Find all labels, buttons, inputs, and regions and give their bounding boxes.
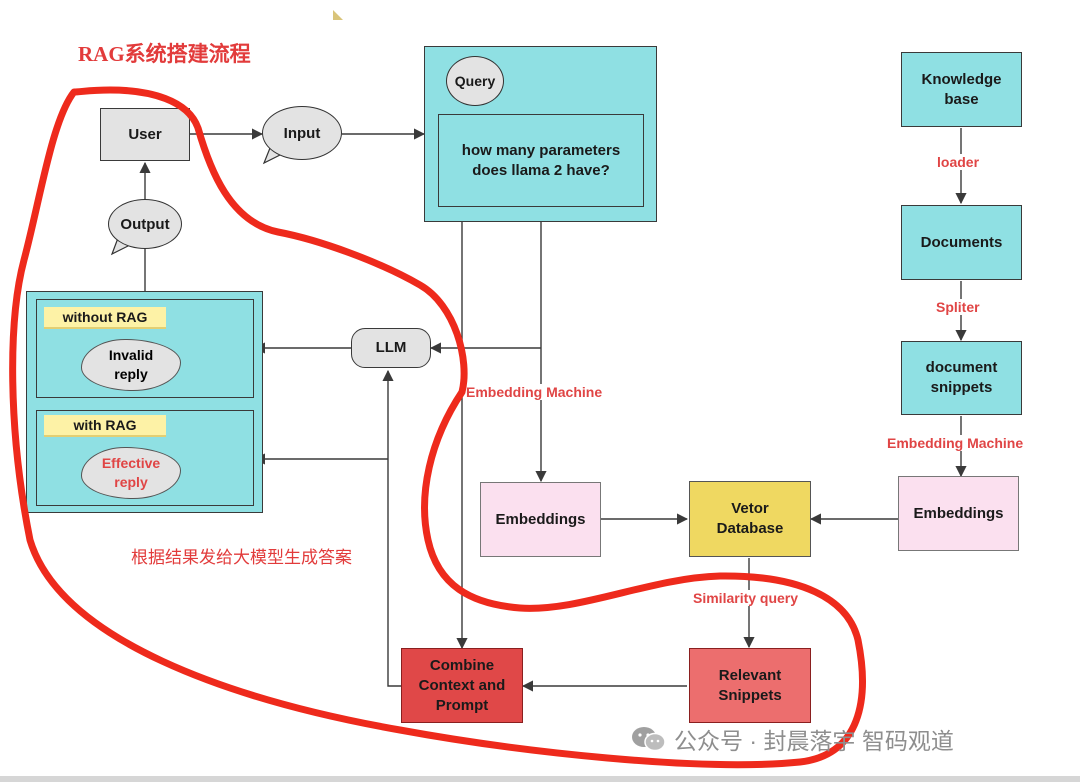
embeddings-right-node: Embeddings: [898, 476, 1019, 551]
embedding-machine-left-label: Embedding Machine: [464, 384, 605, 400]
similarity-query-label: Similarity query: [691, 590, 801, 606]
query-bubble: Query: [446, 56, 504, 106]
without-rag-tag: without RAG: [44, 307, 166, 329]
effective-reply-cloud: Effective reply: [81, 447, 181, 499]
page-title: RAG系统搭建流程: [78, 42, 251, 66]
vector-database-node: Vetor Database: [689, 481, 811, 557]
knowledge-base-node: Knowledge base: [901, 52, 1022, 127]
annotation-note: 根据结果发给大模型生成答案: [131, 548, 352, 567]
llm-node: LLM: [351, 328, 431, 368]
invalid-reply-cloud: Invalid reply: [81, 339, 181, 391]
bottom-border: [0, 776, 1080, 782]
wechat-icon: [632, 727, 666, 752]
with-rag-tag: with RAG: [44, 415, 166, 437]
query-container: Query how many parameters does llama 2 h…: [424, 46, 657, 222]
output-panel: without RAG Invalid reply with RAG Effec…: [26, 291, 263, 513]
input-bubble: Input: [262, 106, 342, 160]
watermark-text: 公众号 · 封晨落宇 智码观道: [674, 728, 954, 754]
embeddings-left-node: Embeddings: [480, 482, 601, 557]
loader-label: loader: [935, 154, 982, 170]
without-rag-card: without RAG Invalid reply: [36, 299, 254, 398]
corner-mark-icon: [333, 10, 343, 20]
documents-node: Documents: [901, 205, 1022, 280]
embedding-machine-right-label: Embedding Machine: [885, 435, 1026, 451]
combine-context-node: Combine Context and Prompt: [401, 648, 523, 723]
watermark: 公众号 · 封晨落宇 智码观道: [630, 722, 954, 756]
edge-combine-llm: [382, 369, 401, 687]
with-rag-card: with RAG Effective reply: [36, 410, 254, 506]
query-text-box: how many parameters does llama 2 have?: [438, 114, 644, 207]
spliter-label: Spliter: [934, 299, 982, 315]
red-freehand-loop: [9, 86, 866, 769]
document-snippets-node: document snippets: [901, 341, 1022, 415]
output-bubble: Output: [108, 199, 182, 249]
relevant-snippets-node: Relevant Snippets: [689, 648, 811, 723]
user-node: User: [100, 108, 190, 161]
